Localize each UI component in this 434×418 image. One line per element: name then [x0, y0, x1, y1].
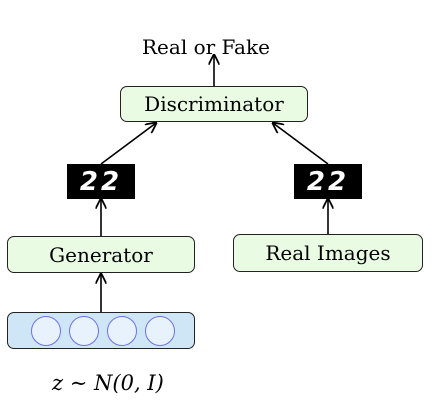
discriminator-block: Discriminator — [120, 86, 308, 122]
latent-label: z ∼ N(0, I) — [52, 371, 164, 395]
fake-digit-image: 22 — [67, 164, 135, 199]
discriminator-label: Discriminator — [144, 92, 284, 116]
arrow-real-to-discriminator — [273, 123, 329, 165]
arrow-fake-to-discriminator — [100, 123, 156, 165]
latent-node — [107, 316, 137, 346]
real-images-label: Real Images — [265, 241, 391, 265]
latent-vector — [7, 312, 195, 349]
real-images-block: Real Images — [233, 234, 423, 272]
generator-label: Generator — [49, 242, 153, 267]
latent-node — [31, 316, 61, 346]
generator-block: Generator — [7, 236, 195, 273]
real-digit-image: 22 — [294, 164, 362, 199]
output-label: Real or Fake — [142, 35, 270, 59]
latent-node — [69, 316, 99, 346]
latent-node — [145, 316, 175, 346]
